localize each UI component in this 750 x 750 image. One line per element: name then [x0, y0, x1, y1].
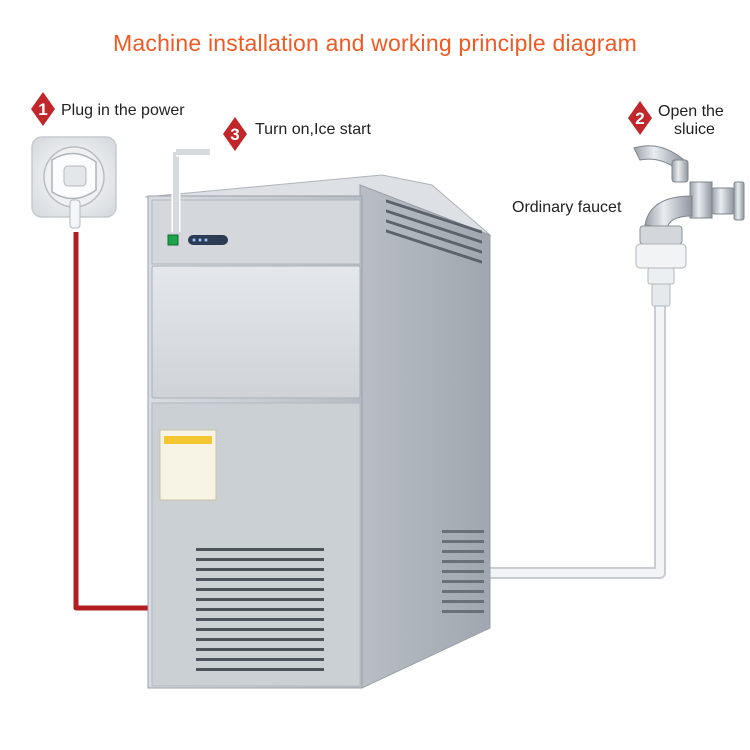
step-3-pointer [171, 147, 210, 232]
step-3-label: Turn on,Ice start [255, 121, 371, 138]
power-cable [73, 232, 155, 611]
svg-text:2: 2 [635, 109, 644, 128]
svg-text:1: 1 [38, 100, 47, 119]
step-3-badge: 3 [223, 117, 247, 151]
faucet-icon [633, 145, 745, 307]
step-1-badge: 1 [31, 92, 55, 126]
faucet-label: Ordinary faucet [512, 199, 622, 216]
svg-text:3: 3 [230, 125, 239, 144]
step-2-label-line1: Open the [658, 103, 724, 120]
step-2-badge: 2 [628, 101, 652, 135]
step-2-label-line2: sluice [674, 121, 715, 138]
water-hose [488, 305, 666, 579]
wall-socket-icon [31, 136, 117, 229]
step-1-label: Plug in the power [61, 102, 185, 119]
ice-machine-icon [144, 174, 492, 689]
step-2-label: Open the sluice [658, 103, 724, 139]
display-panel [188, 235, 228, 245]
diagram-title: Machine installation and working princip… [113, 30, 637, 56]
power-switch-indicator [167, 234, 179, 246]
